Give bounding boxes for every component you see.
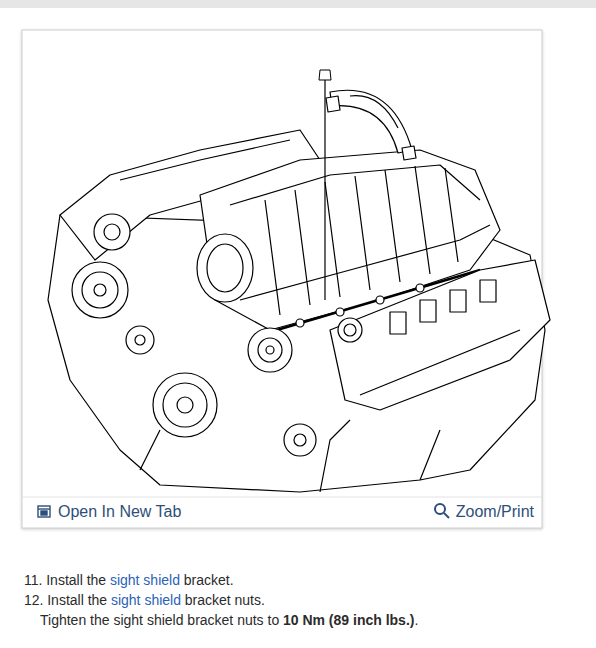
button-label: Open In New Tab — [58, 503, 181, 520]
step-text: Install the — [46, 572, 106, 588]
bracket-nut — [319, 70, 331, 80]
note-text: Tighten the sight shield bracket nuts to — [40, 612, 279, 628]
new-tab-icon — [38, 506, 50, 517]
toolbar-divider — [22, 497, 542, 498]
instruction-step: 11.Install thesight shieldbracket. — [24, 571, 234, 589]
toolbar-link: Zoom/Print — [456, 502, 534, 522]
step-number: 11. — [24, 572, 42, 588]
bracket-stud — [324, 80, 325, 300]
instruction-note: Tighten the sight shield bracket nuts to… — [40, 611, 418, 629]
engine-drawing — [48, 90, 550, 492]
top-band — [0, 0, 596, 8]
zoom-icon — [435, 504, 449, 518]
step-text: bracket. — [184, 572, 234, 588]
toolbar-link: Open In New Tab — [58, 502, 181, 522]
step-link: sight shield — [111, 592, 181, 608]
step-text: Install the — [47, 592, 107, 608]
step-link: sight shield — [110, 572, 180, 588]
note-text: . — [414, 612, 418, 628]
button-label: Zoom/Print — [456, 503, 534, 520]
torque-value: 10 Nm (89 inch lbs.) — [283, 612, 414, 628]
step-text: bracket nuts. — [185, 592, 265, 608]
instruction-step: 12.Install thesight shieldbracket nuts. — [24, 591, 265, 609]
step-number: 12. — [24, 592, 43, 608]
